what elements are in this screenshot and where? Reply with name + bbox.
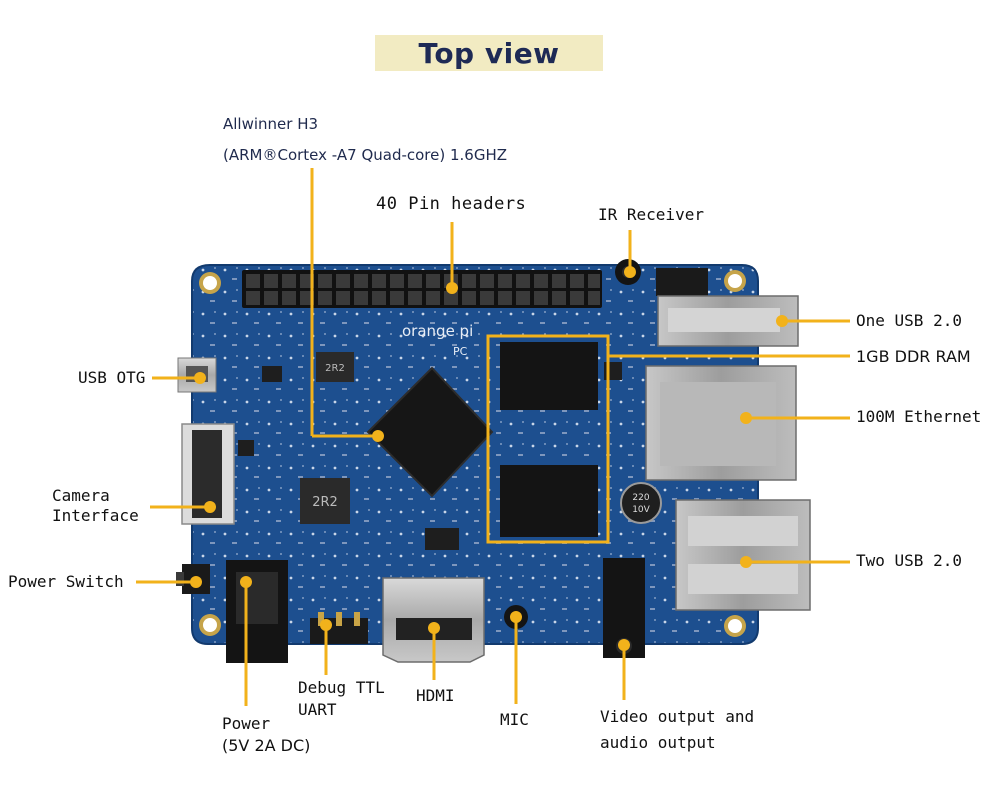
label-camera-2: Interface [52, 506, 139, 525]
soc-chip [366, 366, 494, 498]
usb-port-single [657, 295, 799, 347]
callout-lines [136, 168, 850, 706]
ethernet-port [645, 365, 797, 481]
inductor-marking: 2R2 [325, 363, 345, 374]
label-ethernet: 100M Ethernet [856, 407, 982, 426]
page-title: Top view [418, 36, 560, 70]
label-power-switch: Power Switch [8, 572, 124, 591]
label-two-usb: Two USB 2.0 [856, 551, 962, 570]
label-pin-headers: 40 Pin headers [376, 194, 527, 214]
callout-soc-dot [372, 430, 384, 442]
small-components: 2R2 2R2 [238, 352, 622, 550]
label-usb-otg: USB OTG [78, 368, 146, 387]
label-ir-receiver: IR Receiver [598, 205, 704, 224]
ddr-ram-chips [486, 334, 610, 544]
svg-text:220: 220 [632, 493, 649, 503]
label-power-2: (5V 2A DC) [222, 736, 311, 755]
board-brand: orange pi [402, 322, 473, 340]
title-banner: Top view [375, 35, 603, 71]
dc-jack [226, 560, 288, 663]
label-one-usb: One USB 2.0 [856, 311, 962, 330]
label-debug-1: Debug TTL [298, 678, 385, 697]
label-soc-spec: (ARM®Cortex -A7 Quad-core) 1.6GHZ [223, 146, 508, 164]
debug-uart-pins [310, 612, 368, 644]
label-camera-1: Camera [52, 486, 110, 505]
label-soc-name: Allwinner H3 [223, 115, 319, 133]
board-model: PC [453, 345, 468, 358]
label-video-2: audio output [600, 733, 716, 752]
label-mic: MIC [500, 710, 529, 729]
capacitor: 220 10V [620, 482, 662, 524]
pin-header [242, 270, 602, 308]
label-hdmi: HDMI [416, 686, 455, 705]
usb-port-dual [675, 499, 811, 611]
label-debug-2: UART [298, 700, 337, 719]
label-power-1: Power [222, 714, 271, 733]
board-branding: orange pi PC [402, 322, 473, 358]
mounting-holes [199, 270, 746, 637]
inductor-marking-2: 2R2 [312, 495, 338, 510]
label-video-1: Video output and [600, 707, 755, 726]
svg-text:10V: 10V [632, 505, 650, 515]
label-ddr-ram: 1GB DDR RAM [856, 347, 971, 366]
